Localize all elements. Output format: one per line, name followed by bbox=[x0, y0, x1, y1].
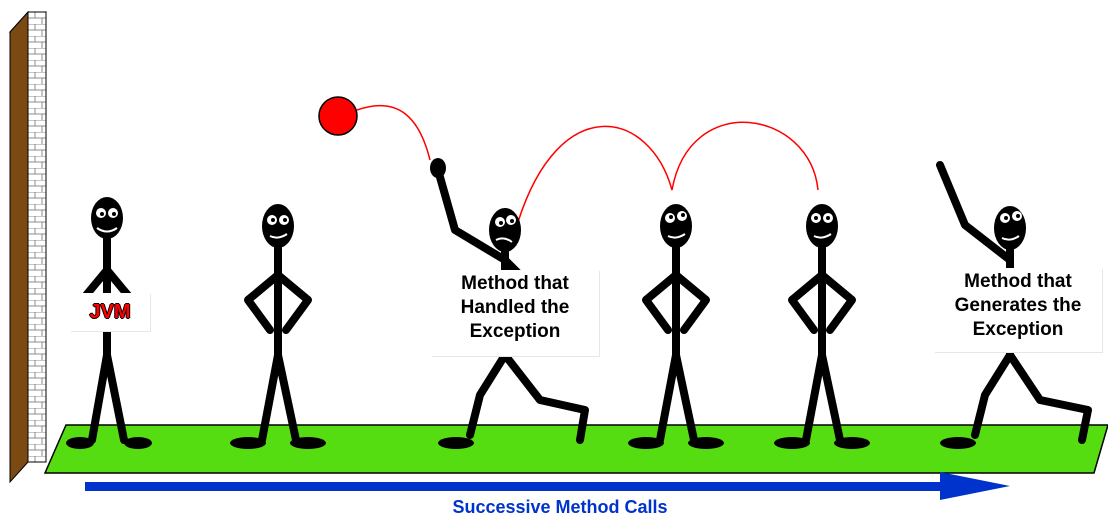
stick-figure-4 bbox=[628, 204, 724, 449]
jvm-label: JVM bbox=[70, 293, 150, 331]
generator-sign-line-1: Method that bbox=[964, 271, 1072, 292]
handler-sign-line-3: Exception bbox=[469, 321, 561, 342]
handler-sign-line-2: Handled the bbox=[460, 297, 570, 318]
stick-figure-2 bbox=[230, 204, 326, 449]
stick-figure-5 bbox=[774, 204, 870, 449]
ground bbox=[43, 424, 1108, 474]
generator-sign-line-3: Exception bbox=[972, 319, 1064, 340]
exception-ball bbox=[318, 96, 358, 136]
generator-sign-line-2: Generates the bbox=[954, 295, 1082, 316]
brick-wall bbox=[8, 10, 48, 484]
arrow-caption: Successive Method Calls bbox=[452, 497, 668, 517]
generator-sign: Method that Generates the Exception bbox=[934, 268, 1102, 352]
successive-calls-arrow bbox=[85, 472, 1010, 500]
handler-sign: Method that Handled the Exception bbox=[431, 270, 599, 356]
handler-sign-line-1: Method that bbox=[461, 273, 569, 294]
exception-trajectory bbox=[356, 104, 819, 223]
